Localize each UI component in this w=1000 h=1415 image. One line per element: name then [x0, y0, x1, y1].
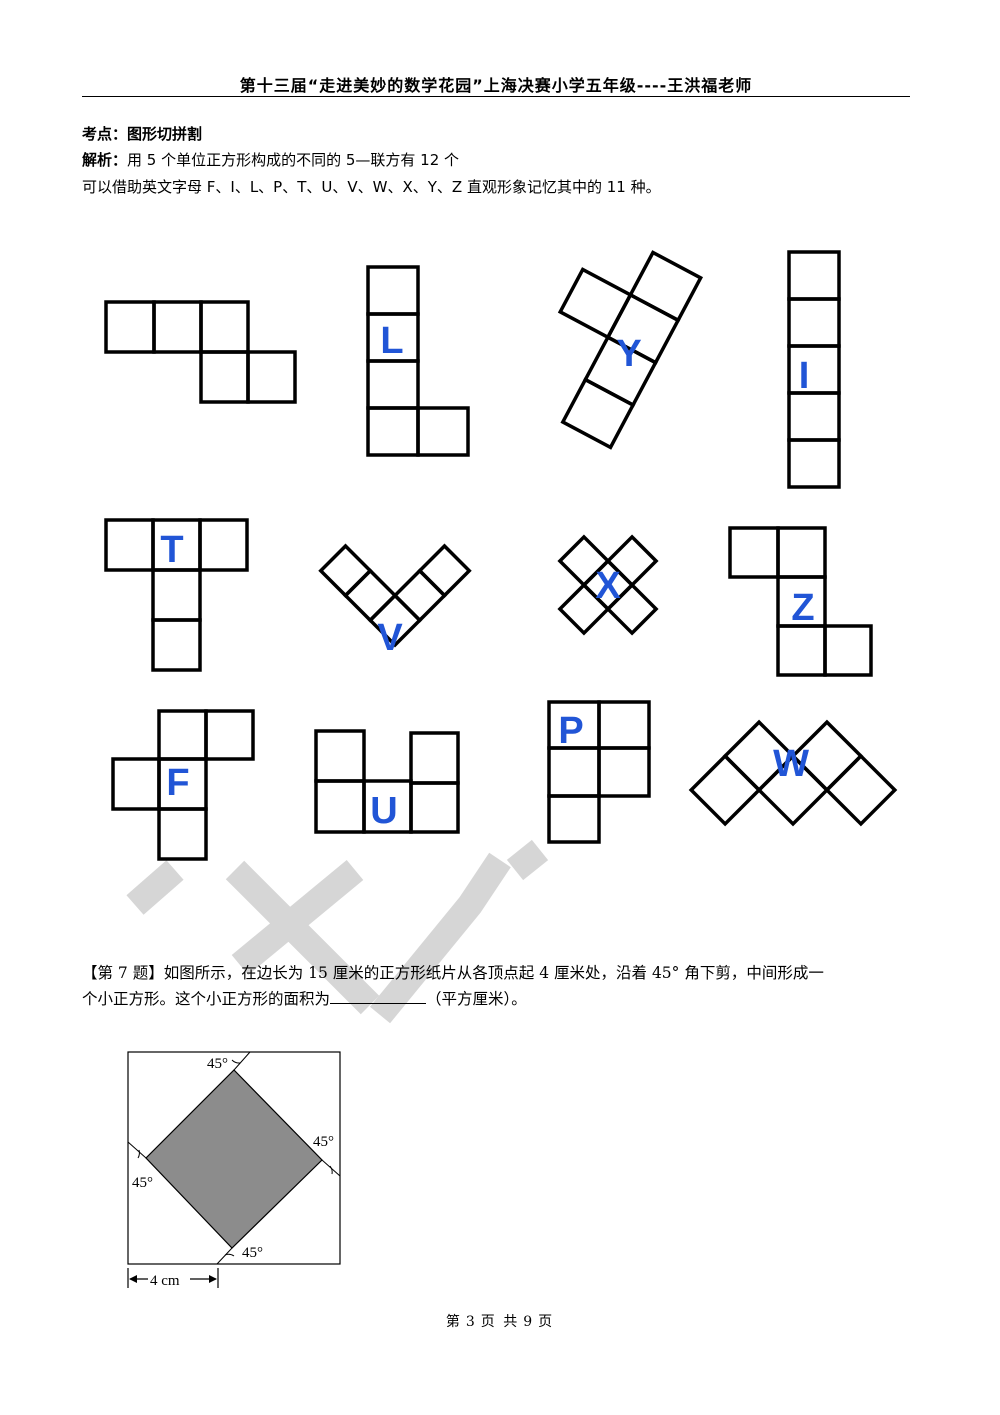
letter-l: L [380, 320, 403, 362]
topic-value: 图形切拼割 [127, 125, 203, 143]
letter-u: U [370, 790, 397, 832]
pentomino-v [318, 543, 472, 648]
footer-middle: 页 共 [480, 1314, 520, 1330]
letter-t: T [160, 529, 183, 571]
pentomino-f [111, 709, 255, 861]
question7-text2: 个小正方形。这个小正方形的面积为 [82, 990, 331, 1008]
letter-x: X [595, 565, 621, 607]
pentomino-n [104, 300, 297, 404]
pentomino-u [314, 729, 460, 834]
explain-label: 解析： [82, 151, 128, 169]
letter-v: V [377, 617, 403, 659]
header-rule [82, 96, 910, 97]
question7-line1: 【第 7 题】如图所示，在边长为 15 厘米的正方形纸片从各顶点起 4 厘米处，… [82, 960, 922, 986]
pentomino-x [557, 534, 659, 636]
question7-tag: 【第 7 题】 [82, 964, 164, 982]
explain-line: 解析：用 5 个单位正方形构成的不同的 5—联方有 12 个 [82, 150, 459, 170]
letter-z: Z [791, 587, 814, 629]
letter-i: I [799, 355, 810, 397]
page-number: 3 [465, 1314, 477, 1330]
total-pages: 9 [523, 1314, 535, 1330]
question7-text3: （平方厘米）。 [426, 990, 527, 1008]
topic-label: 考点： [82, 125, 128, 143]
question7-text: 如图所示，在边长为 15 厘米的正方形纸片从各顶点起 4 厘米处，沿着 45° … [163, 964, 824, 982]
page-header: 第十三届“走进美妙的数学花园”上海决赛小学五年级----王洪福老师 [239, 76, 753, 95]
footer-suffix: 页 [538, 1314, 555, 1330]
pentomino-z [728, 526, 873, 677]
mnemonic-line: 可以借助英文字母 F、I、L、P、T、U、V、W、X、Y、Z 直观形象记忆其中的… [82, 178, 661, 196]
letter-p: P [558, 710, 583, 752]
pentomino-w [688, 719, 898, 827]
pentomino-t [104, 518, 249, 672]
angle-label-bottom: 45° [242, 1245, 263, 1261]
angle-label-top: 45° [207, 1056, 228, 1072]
dimension-label: 4 cm [150, 1273, 180, 1289]
pentomino-y [557, 250, 704, 450]
topic-line: 考点：图形切拼割 [82, 124, 202, 144]
pentomino-l [366, 265, 470, 457]
question7-line2: 个小正方形。这个小正方形的面积为 （平方厘米）。 [82, 986, 922, 1012]
letter-y: Y [616, 333, 641, 375]
answer-blank[interactable] [330, 986, 427, 1004]
pentomino-i [787, 250, 841, 489]
letter-f: F [166, 762, 189, 804]
footer-prefix: 第 [445, 1314, 462, 1330]
letter-w: W [773, 743, 809, 785]
angle-label-right: 45° [313, 1134, 334, 1150]
explain-value: 用 5 个单位正方形构成的不同的 5—联方有 12 个 [127, 151, 460, 169]
pentomino-p [547, 700, 651, 844]
angle-label-left: 45° [132, 1175, 153, 1191]
